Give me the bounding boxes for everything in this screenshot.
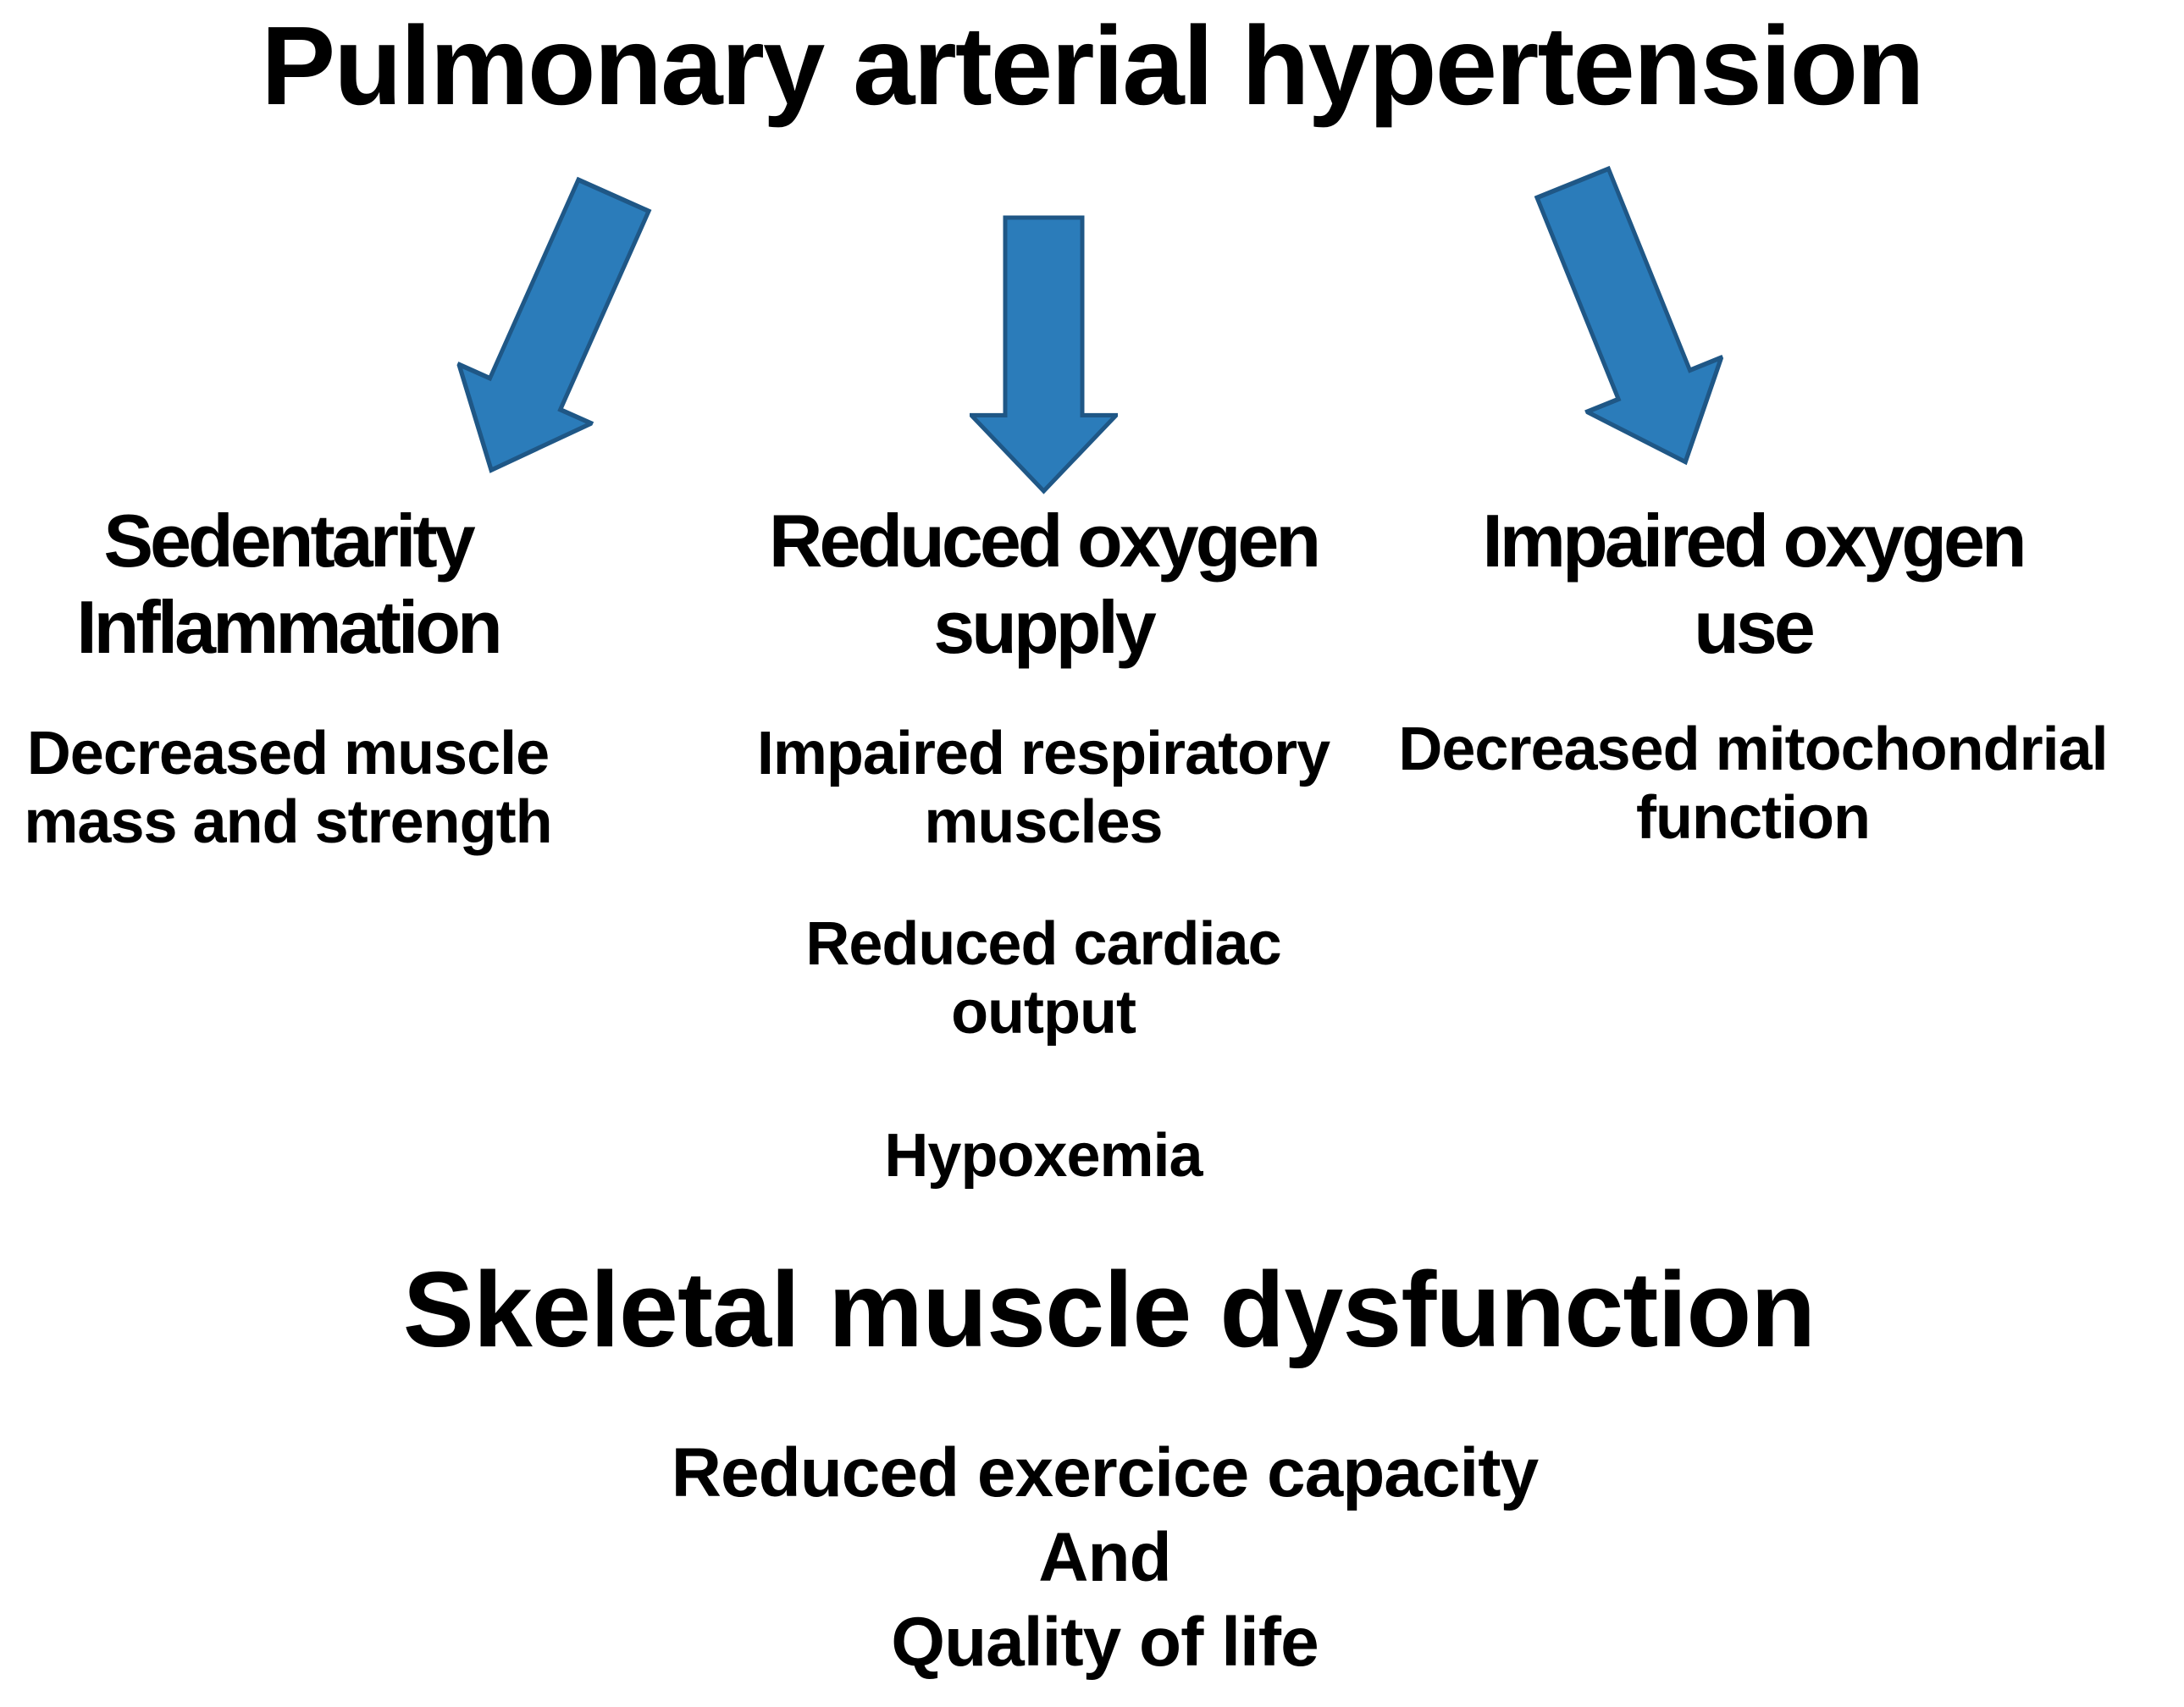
arrow-shape: [970, 215, 1118, 494]
arrow-down-icon: [970, 213, 1118, 494]
column-middle-heading: Reduced oxygen supply: [768, 499, 1321, 669]
diagram-title: Pulmonary arterial hypertension: [261, 3, 1925, 128]
column-middle-item-respiratory-muscles: Impaired respiratory muscles: [756, 720, 1330, 856]
column-middle-item-hypoxemia: Hypoxemia: [884, 1122, 1203, 1190]
arrow-shape: [1534, 165, 1726, 466]
arrow-shape: [455, 176, 652, 473]
column-middle-item-cardiac-output: Reduced cardiac output: [805, 910, 1281, 1047]
column-right-heading: Impaired oxygen use: [1482, 499, 2026, 669]
arrow-down-left-icon: [422, 161, 683, 504]
column-right-item-mitochondrial-function: Decreased mitochondrial function: [1398, 715, 2108, 852]
column-left-heading: Sedentarity Inflammation: [76, 499, 503, 669]
bottom-heading: Skeletal muscle dysfunction: [402, 1250, 1816, 1369]
column-left-item-decreased-muscle: Decreased muscle mass and strength: [24, 720, 552, 856]
arrow-down-right-icon: [1502, 152, 1755, 494]
outcome-text: Reduced exercice capacity And Quality of…: [671, 1434, 1539, 1681]
